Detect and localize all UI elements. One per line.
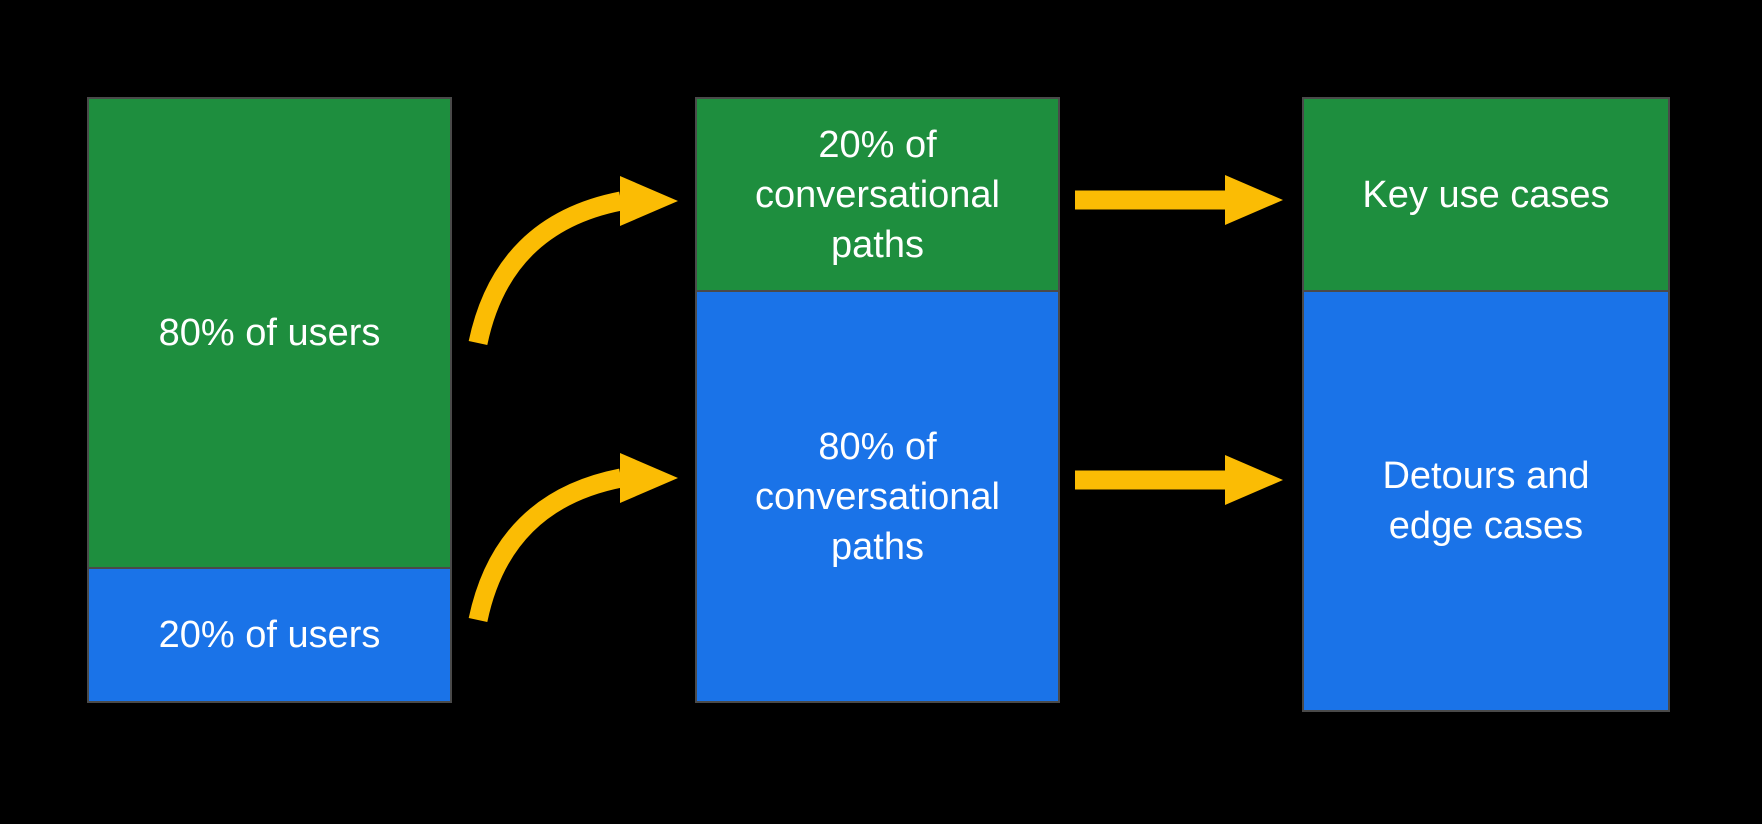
curved-arrow-shaft bbox=[468, 191, 623, 345]
segment-20-of-users-label: 20% of users bbox=[158, 614, 381, 656]
segment-20-of-paths: 20% of conversational paths bbox=[697, 99, 1058, 290]
segment-20-of-paths-label: 20% of conversational paths bbox=[754, 123, 1001, 266]
segment-detours-edge-cases-label: Detours and edge cases bbox=[1382, 455, 1590, 547]
segment-20-of-users: 20% of users bbox=[89, 567, 450, 701]
straight-arrow-head-icon bbox=[1225, 175, 1283, 225]
segment-80-of-users-label: 80% of users bbox=[158, 312, 381, 354]
segment-detours-edge-cases: Detours and edge cases bbox=[1304, 290, 1668, 710]
bar-users: 80% of users 20% of users bbox=[87, 97, 452, 703]
curved-arrow-head-icon bbox=[620, 176, 678, 226]
segment-80-of-paths-label: 80% of conversational paths bbox=[754, 425, 1001, 568]
curved-arrow-head-icon bbox=[620, 453, 678, 503]
arrow-20-paths-to-key-use-cases bbox=[1075, 175, 1283, 225]
curved-arrow-shaft bbox=[468, 468, 623, 622]
bar-outcomes: Key use cases Detours and edge cases bbox=[1302, 97, 1670, 712]
arrow-80-users-to-20-paths bbox=[468, 176, 678, 345]
arrow-80-paths-to-detours bbox=[1075, 455, 1283, 505]
segment-key-use-cases-label: Key use cases bbox=[1362, 173, 1610, 216]
arrow-20-users-to-80-paths bbox=[468, 453, 678, 622]
segment-key-use-cases: Key use cases bbox=[1304, 99, 1668, 290]
bar-conversational-paths: 20% of conversational paths 80% of conve… bbox=[695, 97, 1060, 703]
straight-arrow-head-icon bbox=[1225, 455, 1283, 505]
segment-80-of-paths: 80% of conversational paths bbox=[697, 290, 1058, 701]
segment-80-of-users: 80% of users bbox=[89, 99, 450, 567]
